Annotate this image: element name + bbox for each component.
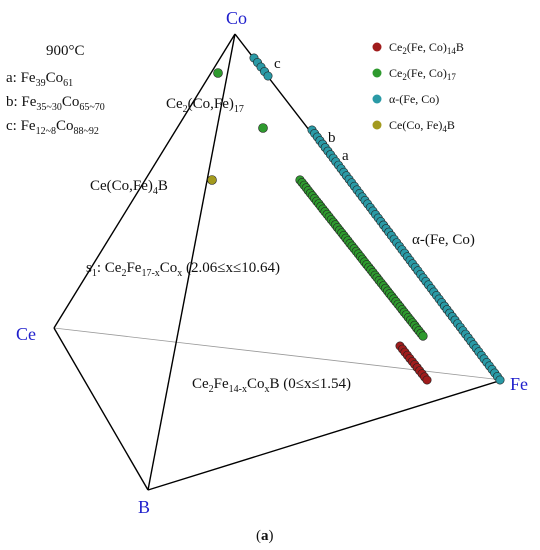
alpha-feco-points: [249, 53, 505, 385]
legend-label-ce2fe14b: Ce2(Fe, Co)14B: [389, 40, 464, 56]
composition-b: b: Fe35~30Co65~70: [6, 94, 105, 113]
vertex-ce-label: Ce: [16, 324, 36, 344]
edge-ce-b: [53, 327, 149, 491]
legend-label-ce2cofe17: Ce2(Fe, Co)17: [389, 66, 456, 82]
ce2cofe17-point: [418, 331, 428, 341]
ce2cofe17-point: [258, 123, 268, 133]
point-letter-c: c: [274, 56, 281, 72]
ce2cofe17-point: [213, 68, 223, 78]
vertex-co-label: Co: [226, 8, 247, 28]
legend-marker-ce2cofe17: [372, 68, 382, 78]
composition-c: c: Fe12~8Co88~92: [6, 118, 99, 137]
legend-marker-ce2fe14b: [372, 42, 382, 52]
vertex-b-label: B: [138, 497, 150, 517]
composition-a: a: Fe39Co61: [6, 70, 73, 89]
edge-co-ce: [53, 33, 236, 329]
label-alpha-feco: α-(Fe, Co): [412, 232, 475, 248]
ce2fe14b-points: [395, 341, 432, 385]
single-phase-points: [207, 68, 268, 185]
point-letter-a: a: [342, 148, 349, 164]
legend-marker-cecofe4b: [372, 120, 382, 130]
cecofe4b-point: [207, 175, 217, 185]
alpha-feco-point: [263, 71, 273, 81]
label-ce2fe14-range: Ce2Fe14-xCoxB (0≤x≤1.54): [192, 376, 351, 395]
ce2fe14b-point: [422, 375, 432, 385]
edge-b-fe: [147, 379, 503, 491]
label-cecofe4b: Ce(Co,Fe)4B: [90, 178, 168, 197]
ce2cofe17-points: [295, 175, 428, 341]
point-letter-b: b: [328, 130, 336, 146]
alpha-feco-point: [495, 375, 505, 385]
edge-co-b: [147, 33, 236, 491]
label-ce2cofe17: Ce2(Co,Fe)17: [166, 96, 244, 115]
label-s1-range: s1: Ce2Fe17-xCox (2.06≤x≤10.64): [86, 260, 280, 279]
legend-marker-alpha-feco: [372, 94, 382, 104]
legend-label-cecofe4b: Ce(Co, Fe)4B: [389, 118, 455, 134]
legend: Ce2(Fe, Co)14B Ce2(Fe, Co)17 α-(Fe, Co) …: [372, 40, 464, 134]
temperature-label: 900°C: [46, 43, 85, 59]
edge-ce-fe: [53, 327, 503, 381]
legend-label-alpha-feco: α-(Fe, Co): [389, 92, 439, 106]
figure-caption: (a): [256, 528, 274, 544]
vertex-fe-label: Fe: [510, 374, 528, 394]
